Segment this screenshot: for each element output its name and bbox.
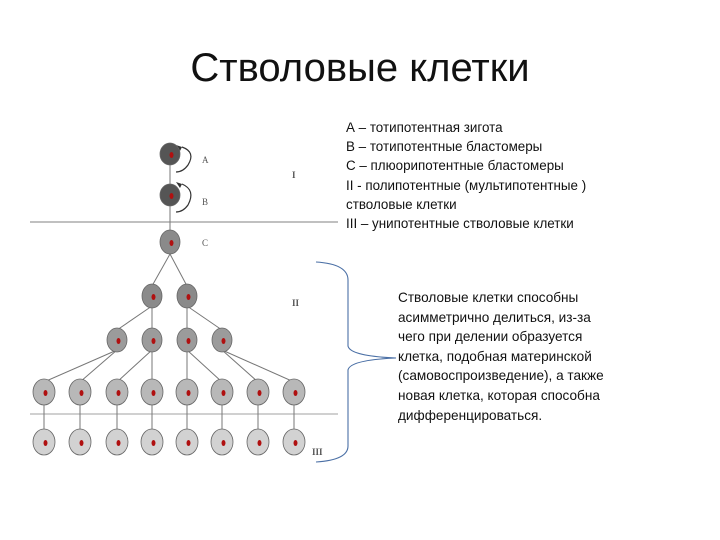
legend-line: В – тотипотентные бластомеры [346, 139, 543, 155]
label-level-two: II [292, 298, 300, 308]
label-c: C [202, 238, 208, 248]
lineage-line [221, 349, 295, 383]
cells [32, 142, 306, 456]
nucleus [151, 440, 156, 446]
cell-level-three [246, 428, 270, 456]
slide-title: Стволовые клетки [190, 46, 530, 90]
label-level-three: III [312, 447, 323, 457]
nucleus [169, 240, 174, 246]
legend: А – тотипотентная зигота В – тотипотентн… [346, 118, 706, 233]
description: Стволовые клетки способны асимметрично д… [398, 288, 688, 425]
legend-line: А – тотипотентная зигота [346, 120, 503, 135]
description-line: дифференцироваться. [398, 407, 543, 423]
legend-line: II - полипотентные (мультипотентные ) [346, 177, 587, 193]
nucleus [293, 390, 298, 396]
lineage-line [186, 305, 223, 331]
cell-level-three [105, 428, 129, 456]
nucleus [169, 193, 174, 199]
nucleus [151, 390, 156, 396]
description-line: асимметрично делиться, из-за [398, 309, 591, 325]
cell-level-three [210, 428, 234, 456]
description-line: клетка, подобная материнской [398, 348, 592, 364]
lineage-line [169, 253, 188, 287]
cell-level-two [246, 378, 270, 406]
cell-level-two [32, 378, 56, 406]
lineage-lines [43, 160, 295, 430]
lineage-line [186, 349, 223, 383]
cell-blastomere-b [159, 183, 181, 207]
description-line: (самовоспроизведение), а также [398, 368, 604, 384]
nucleus [257, 440, 262, 446]
cell-level-two [282, 378, 306, 406]
nucleus [221, 338, 226, 344]
nucleus [293, 440, 298, 446]
nucleus [186, 390, 191, 396]
cell-level-two [141, 283, 163, 309]
cell-level-three [282, 428, 306, 456]
cell-level-three [175, 428, 199, 456]
cell-level-two [141, 327, 163, 353]
cell-level-three [140, 428, 164, 456]
cell-level-two [211, 327, 233, 353]
nucleus [151, 294, 156, 300]
cell-level-two [140, 378, 164, 406]
legend-line: С – плюорипотентные бластомеры [346, 158, 564, 174]
nucleus [116, 440, 121, 446]
description-line: новая клетка, которая способна [398, 387, 600, 403]
cell-level-two [105, 378, 129, 406]
cell-level-two [68, 378, 92, 406]
cell-level-three [32, 428, 56, 456]
bracket [315, 261, 397, 463]
cell-level-two [106, 327, 128, 353]
lineage-line [151, 253, 171, 287]
lineage-line [221, 349, 259, 383]
arrow-b-head [176, 182, 182, 188]
legend-line: стволовые клетки [346, 196, 457, 212]
cell-level-two [176, 327, 198, 353]
nucleus [43, 390, 48, 396]
nucleus [186, 294, 191, 300]
cell-blastomere-c [159, 229, 181, 255]
description-line: Стволовые клетки способны [398, 290, 579, 305]
nucleus [151, 338, 156, 344]
nucleus [257, 390, 262, 396]
nucleus [186, 338, 191, 344]
nucleus [221, 440, 226, 446]
label-a: A [202, 155, 209, 165]
nucleus [116, 390, 121, 396]
arrow-b [175, 183, 192, 213]
nucleus [221, 390, 226, 396]
lineage-line [79, 349, 118, 383]
nucleus [43, 440, 48, 446]
nucleus [79, 390, 84, 396]
cell-level-two [210, 378, 234, 406]
legend-line: III – унипотентные стволовые клетки [346, 216, 574, 232]
lineage-line [116, 305, 153, 331]
nucleus [186, 440, 191, 446]
nucleus [116, 338, 121, 344]
cell-level-three [68, 428, 92, 456]
lineage-line [43, 349, 118, 383]
lineage-line [116, 349, 153, 383]
label-b: B [202, 197, 208, 207]
nucleus [169, 152, 174, 158]
cell-level-two [175, 378, 199, 406]
cell-zygote-a [159, 142, 181, 166]
nucleus [79, 440, 84, 446]
arrow-a [175, 146, 192, 173]
description-line: чего при делении образуется [398, 329, 583, 345]
label-level-one: I [292, 170, 296, 180]
cell-level-two [176, 283, 198, 309]
